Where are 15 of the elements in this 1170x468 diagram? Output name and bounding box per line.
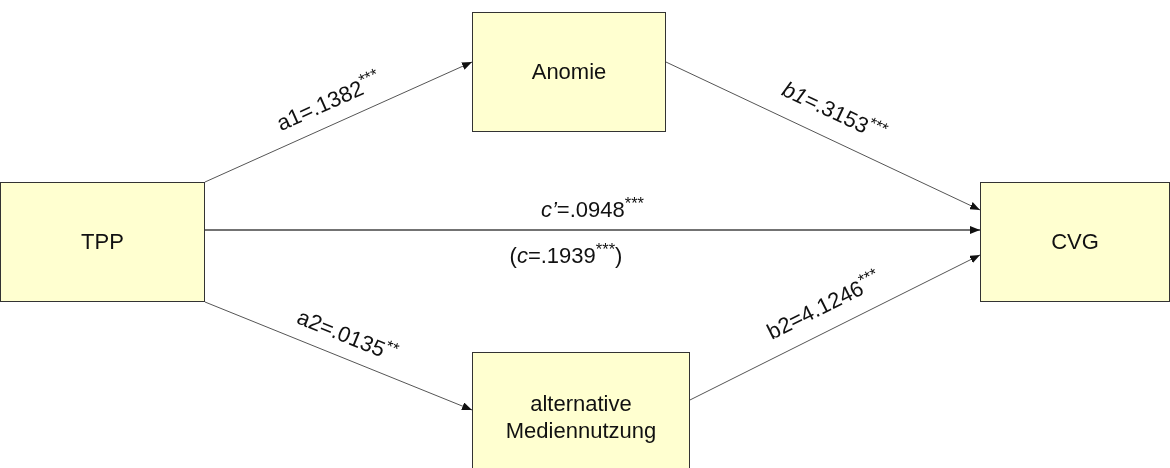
variable-box xyxy=(0,182,205,302)
edge-label: c’=.0948$^{***}$ xyxy=(540,199,645,221)
variable-name: TPP xyxy=(81,228,124,256)
variable-box xyxy=(472,12,666,132)
variable-box xyxy=(472,352,690,468)
arrow xyxy=(204,226,981,234)
variable-box xyxy=(980,182,1170,302)
arrow xyxy=(204,301,473,411)
arrow xyxy=(689,254,981,401)
variable-name: alternative Mediennutzung xyxy=(504,389,658,445)
coefficient-label: (c=.1939$^{***}$) xyxy=(509,245,623,267)
arrow xyxy=(204,61,473,183)
arrow xyxy=(665,61,981,211)
variable-name: Anomie xyxy=(531,58,607,86)
variable-name: CVG xyxy=(1051,228,1099,256)
